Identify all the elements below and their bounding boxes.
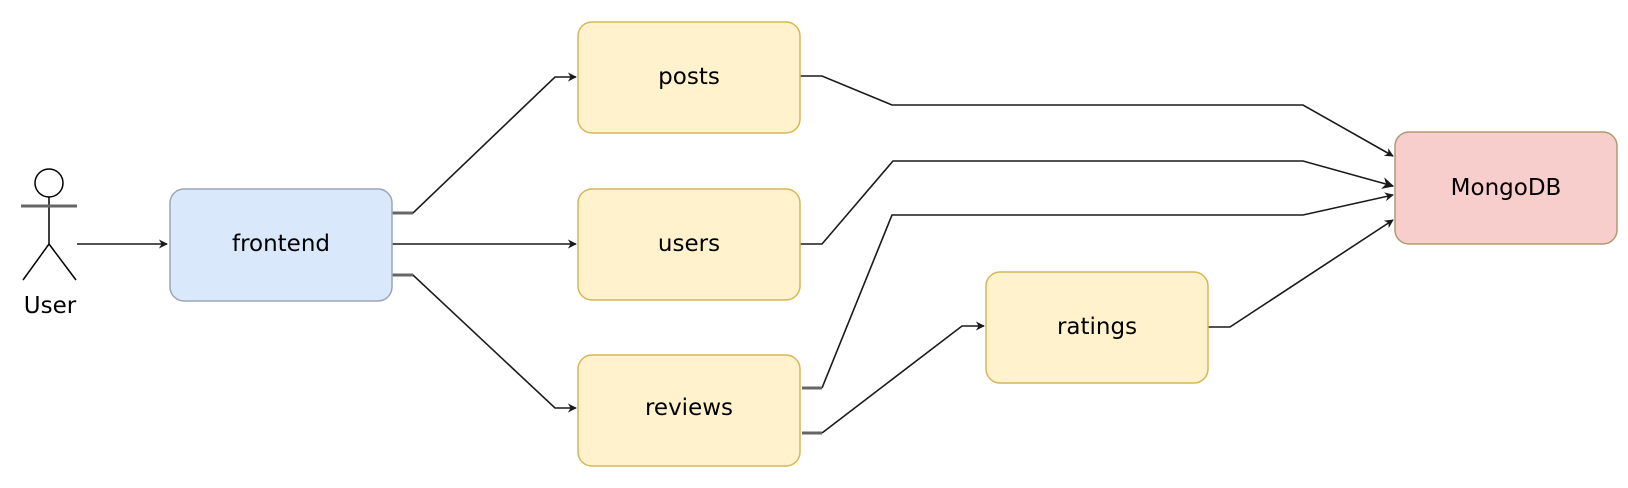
edge-users-to-mongodb bbox=[800, 160, 1395, 245]
node-posts: posts bbox=[577, 21, 801, 134]
edge-reviews-to-mongodb bbox=[821, 192, 1394, 389]
node-users-label: users bbox=[658, 231, 720, 257]
node-mongodb-box bbox=[1394, 131, 1618, 245]
node-reviews-box bbox=[577, 354, 801, 467]
edge-frontend-to-reviews bbox=[394, 274, 577, 413]
user-actor-label: User bbox=[24, 293, 77, 319]
node-reviews-label: reviews bbox=[645, 395, 733, 421]
edge-frontend-to-posts bbox=[394, 72, 577, 214]
edge-ratings-to-mongodb bbox=[1208, 219, 1394, 328]
node-ratings-label: ratings bbox=[1057, 314, 1137, 340]
node-posts-label: posts bbox=[658, 64, 720, 90]
node-frontend: frontend bbox=[169, 188, 393, 302]
edge-reviews-to-ratings bbox=[821, 321, 985, 434]
node-ratings-box bbox=[985, 271, 1209, 384]
edges bbox=[77, 72, 1395, 435]
stick-figure-icon bbox=[21, 168, 77, 281]
node-mongodb-label: MongoDB bbox=[1451, 175, 1562, 201]
node-posts-box bbox=[577, 21, 801, 134]
node-ratings: ratings bbox=[985, 271, 1209, 384]
node-users: users bbox=[577, 188, 801, 301]
node-mongodb: MongoDB bbox=[1394, 131, 1618, 245]
node-frontend-box bbox=[169, 188, 393, 302]
user-actor: User bbox=[21, 168, 77, 319]
edge-posts-to-mongodb bbox=[800, 75, 1394, 157]
node-frontend-label: frontend bbox=[232, 231, 330, 257]
node-users-box bbox=[577, 188, 801, 301]
node-reviews: reviews bbox=[577, 354, 801, 467]
